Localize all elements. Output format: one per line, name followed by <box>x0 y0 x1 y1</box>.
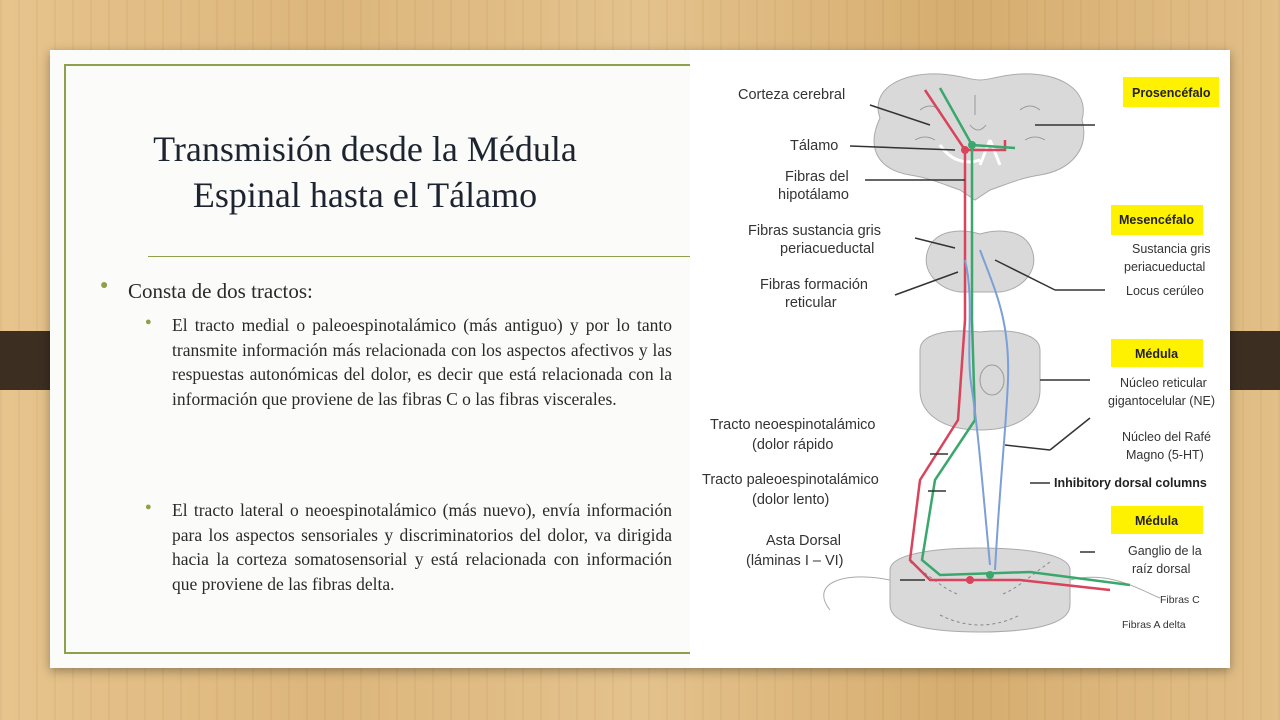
label-neo-2: (dolor rápido <box>752 437 833 453</box>
label-sustancia-2: periacueductal <box>780 241 874 257</box>
box-medula-2-label: Médula <box>1135 514 1179 528</box>
bullet-dot-icon: ● <box>100 278 109 293</box>
pain-pathway-diagram: Prosencéfalo Mesencéfalo Médula Médula C… <box>690 50 1230 668</box>
decorative-band-right <box>1222 331 1280 390</box>
sub-bullet-dot-icon: ● <box>145 316 152 328</box>
label-nucleo-ret-2: gigantocelular (NE) <box>1108 394 1215 408</box>
title-divider <box>148 256 694 257</box>
neo-tract-path <box>908 89 1111 592</box>
title-line-2: Espinal hasta el Tálamo <box>192 175 538 215</box>
label-sustancia-gris-1: Sustancia gris <box>1132 242 1211 256</box>
label-sustancia-gris-2: periacueductal <box>1124 260 1205 274</box>
midbrain-section <box>925 230 1035 293</box>
box-prosencefalo <box>1123 77 1219 107</box>
label-hipotalamo-1: Fibras del <box>785 169 849 185</box>
sub-bullet-medial: El tracto medial o paleoespinotalámico (… <box>172 315 672 409</box>
label-paleo-1: Tracto paleoespinotalámico <box>702 472 879 488</box>
label-sustancia-1: Fibras sustancia gris <box>748 223 881 239</box>
label-inhibitory: Inhibitory dorsal columns <box>1054 476 1207 490</box>
label-asta-2: (láminas I – VI) <box>746 553 844 569</box>
sub-bullet-dot-icon: ● <box>145 501 152 513</box>
label-asta-1: Asta Dorsal <box>766 533 841 549</box>
label-corteza: Corteza cerebral <box>738 87 845 103</box>
label-fibras-a: Fibras A delta <box>1122 619 1186 631</box>
label-ganglio-1: Ganglio de la <box>1128 544 1202 558</box>
slide: Transmisión desde la Médula Espinal hast… <box>50 50 1230 668</box>
box-medula-2 <box>1111 506 1203 534</box>
label-ganglio-2: raíz dorsal <box>1132 562 1190 576</box>
label-rafe-1: Núcleo del Rafé <box>1122 430 1211 444</box>
brain-section <box>873 73 1085 201</box>
label-hipotalamo-2: hipotálamo <box>778 187 849 203</box>
spinal-cord-section <box>889 547 1071 633</box>
label-rafe-2: Magno (5-HT) <box>1126 448 1204 462</box>
label-fibras-c: Fibras C <box>1160 594 1200 606</box>
slide-title: Transmisión desde la Médula Espinal hast… <box>50 126 680 218</box>
slide-frame <box>64 64 694 654</box>
box-medula-1 <box>1111 339 1203 367</box>
descending-path-1 <box>979 249 1010 571</box>
label-locus: Locus cerúleo <box>1126 284 1204 298</box>
descending-path-2 <box>964 259 991 566</box>
label-formacion-2: reticular <box>785 295 837 311</box>
label-neo-1: Tracto neoespinotalámico <box>710 417 876 433</box>
label-paleo-2: (dolor lento) <box>752 492 829 508</box>
box-prosencefalo-label: Prosencéfalo <box>1132 86 1211 100</box>
label-talamo: Tálamo <box>790 138 838 154</box>
box-mesencefalo-label: Mesencéfalo <box>1119 213 1194 227</box>
label-nucleo-ret-1: Núcleo reticular <box>1120 376 1207 390</box>
box-medula-1-label: Médula <box>1135 347 1179 361</box>
title-line-1: Transmisión desde la Médula <box>153 129 577 169</box>
bullet-main: Consta de dos tractos: <box>128 279 313 303</box>
sub-bullet-lateral: El tracto lateral o neoespinotalámico (m… <box>172 500 672 594</box>
label-formacion-1: Fibras formación <box>760 277 868 293</box>
box-mesencefalo <box>1111 205 1203 235</box>
